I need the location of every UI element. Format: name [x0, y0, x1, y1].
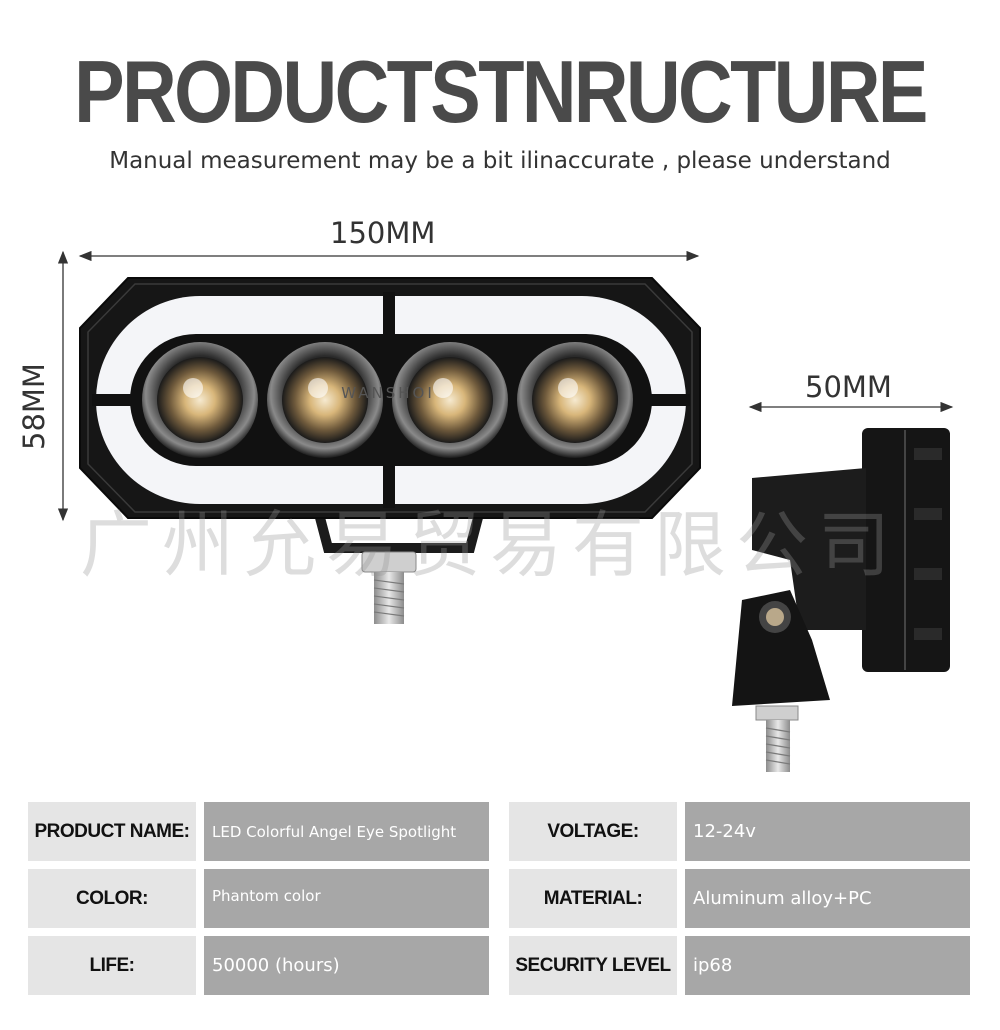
watermark-text: 广州允易贸易有限公司: [80, 503, 901, 587]
spec-label-product-name: PRODUCT NAME:: [28, 802, 196, 861]
spec-value-color: Phantom color: [204, 869, 489, 928]
width-dimension-label: 150MM: [330, 216, 436, 250]
spec-value-product-name: LED Colorful Angel Eye Spotlight: [204, 802, 489, 861]
lens-2: [267, 342, 383, 458]
front-lamp-bracket: [313, 508, 485, 624]
lens-1: [142, 342, 258, 458]
page-subtitle: Manual measurement may be a bit ilinaccu…: [109, 148, 891, 174]
lamp-logo: WANSHOI: [341, 384, 435, 402]
side-lamp: [732, 428, 950, 772]
spec-value-life: 50000 (hours): [204, 936, 489, 995]
spec-label-material: MATERIAL:: [509, 869, 677, 928]
spec-label-life: LIFE:: [28, 936, 196, 995]
product-illustration: WANSHOI: [57, 250, 954, 772]
lens-3: [392, 342, 508, 458]
spec-label-voltage: VOLTAGE:: [509, 802, 677, 861]
page-title: PRODUCTSTNRUCTURE: [74, 42, 928, 141]
spec-value-security-level: ip68: [685, 936, 970, 995]
spec-value-voltage: 12-24v: [685, 802, 970, 861]
lens-4: [517, 342, 633, 458]
spec-label-color: COLOR:: [28, 869, 196, 928]
spec-label-security-level: SECURITY LEVEL: [509, 936, 677, 995]
front-lamp: WANSHOI: [79, 277, 701, 519]
depth-dimension-label: 50MM: [805, 370, 892, 404]
spec-value-material: Aluminum alloy+PC: [685, 869, 970, 928]
height-dimension-label: 58MM: [17, 363, 51, 450]
